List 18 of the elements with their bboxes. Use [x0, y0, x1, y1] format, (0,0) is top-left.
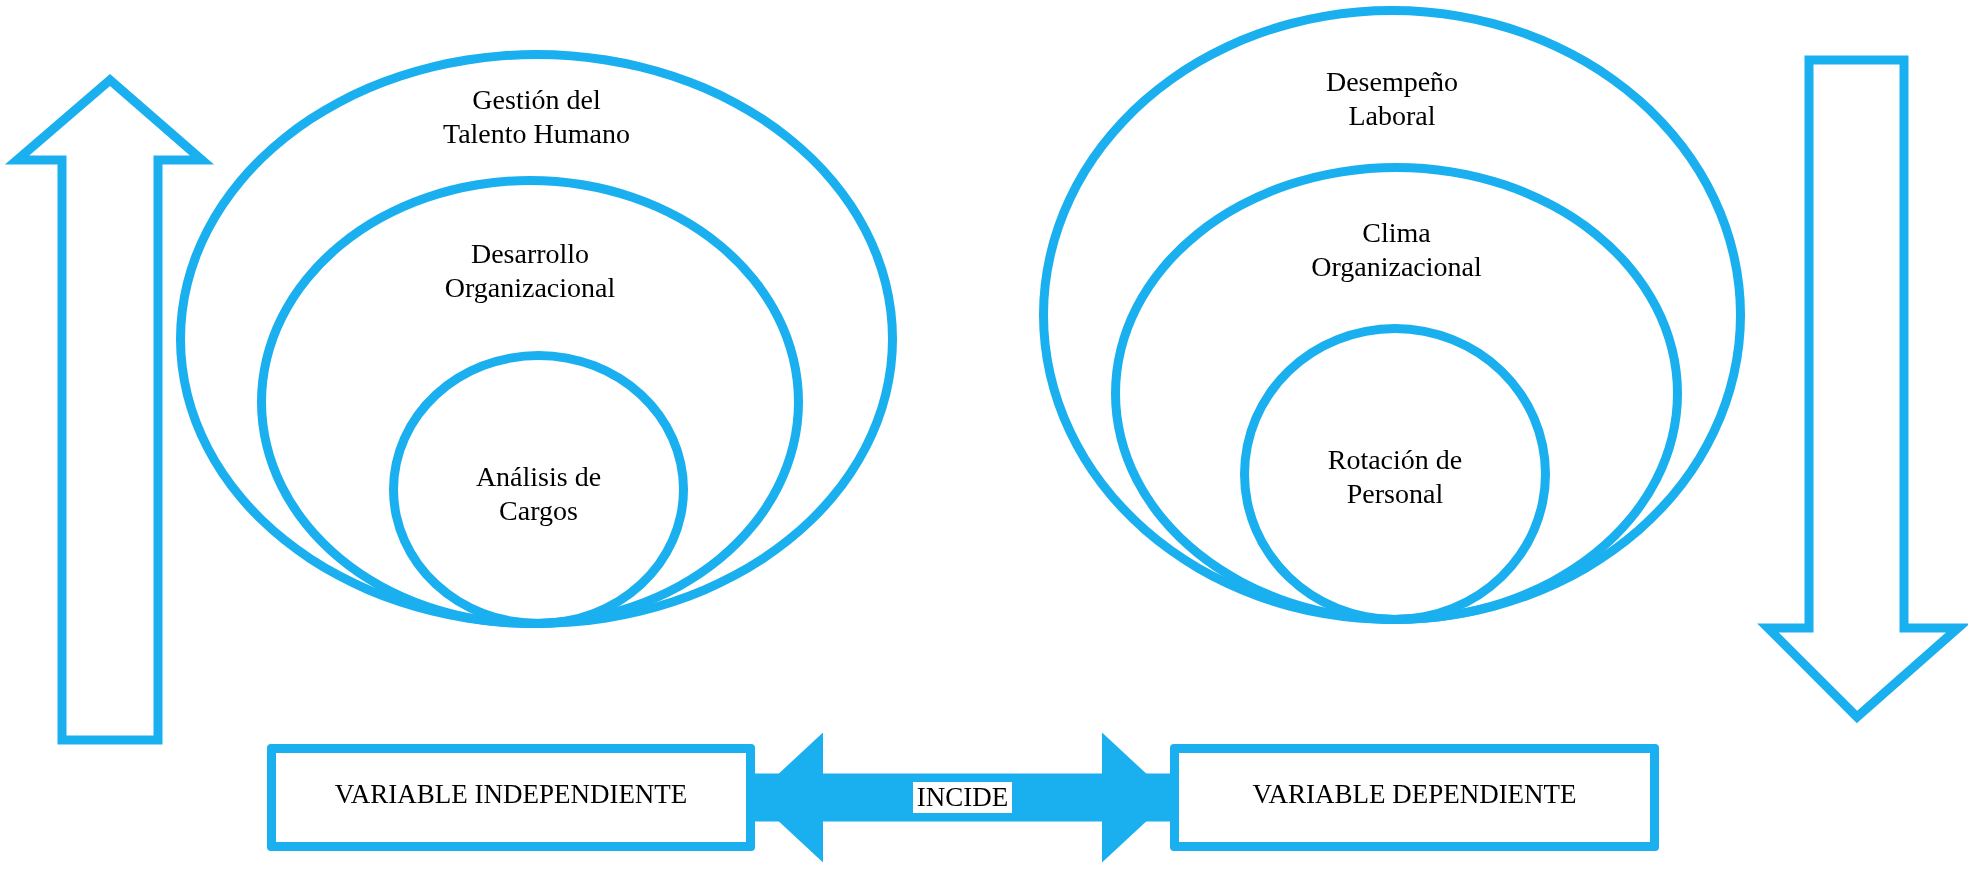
node-label: Análisis de Cargos [474, 460, 603, 528]
double-arrow [753, 732, 1172, 863]
node-label: Desarrollo Organizacional [443, 237, 617, 305]
concept-ellipse [257, 176, 803, 628]
node-label: Desempeño Laboral [1324, 65, 1460, 133]
node-label: VARIABLE INDEPENDIENTE [333, 778, 689, 811]
node-label: Gestión del Talento Humano [442, 83, 631, 151]
concept-ellipse [176, 50, 897, 628]
variable-box [1170, 744, 1659, 851]
concept-ellipse [1240, 324, 1550, 624]
concept-ellipse [1039, 6, 1745, 624]
node-label: Clima Organizacional [1310, 216, 1483, 284]
concept-ellipse [1111, 163, 1682, 624]
node-label: VARIABLE DEPENDIENTE [1251, 778, 1578, 811]
variable-box [267, 744, 755, 851]
node-label: Rotación de Personal [1326, 443, 1464, 511]
concept-ellipse [389, 351, 688, 628]
edge-label: INCIDE [912, 782, 1013, 813]
